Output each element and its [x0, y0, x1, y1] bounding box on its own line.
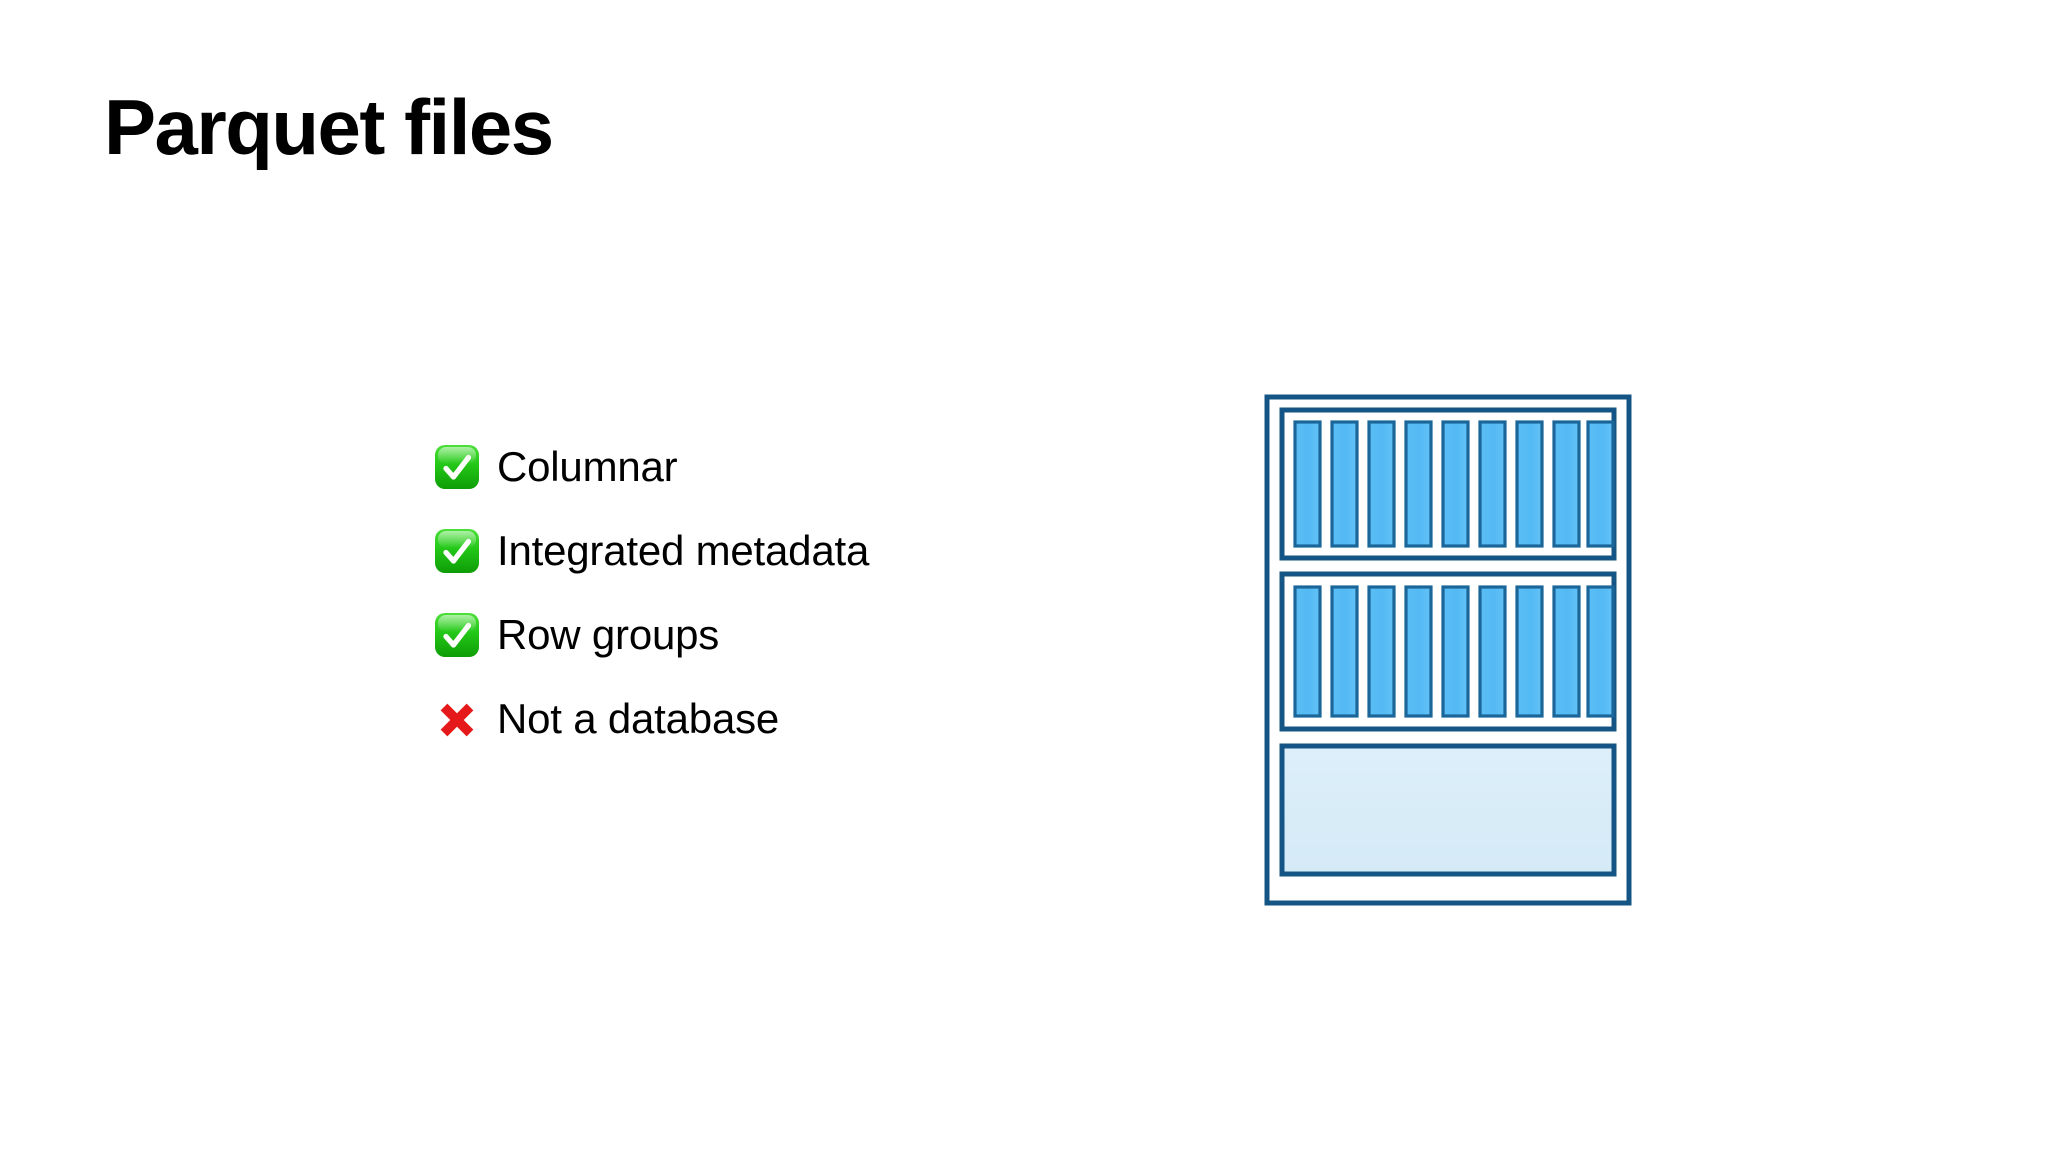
cross-mark-icon — [433, 695, 481, 743]
white-heavy-check-mark-icon — [433, 611, 481, 659]
list-item-label: Row groups — [497, 611, 720, 658]
white-heavy-check-mark-icon — [433, 443, 481, 491]
white-heavy-check-mark-icon — [433, 527, 481, 575]
page-title: Parquet files — [104, 83, 554, 171]
list-item-label: Not a database — [497, 695, 780, 742]
list-item-label: Columnar — [497, 443, 678, 490]
metadata-block — [1279, 743, 1617, 877]
column-chunks — [1293, 420, 1615, 548]
row-group-1 — [1279, 407, 1617, 561]
list-item: Columnar — [433, 440, 869, 494]
list-item-label: Integrated metadata — [497, 527, 870, 574]
parquet-file-diagram — [1264, 394, 1632, 906]
row-group-2 — [1279, 571, 1617, 732]
list-item: Not a database — [433, 692, 869, 746]
column-chunks — [1293, 585, 1615, 718]
list-item: Row groups — [433, 608, 869, 662]
feature-checklist: Columnar — [433, 440, 869, 746]
list-item: Integrated metadata — [433, 524, 869, 578]
